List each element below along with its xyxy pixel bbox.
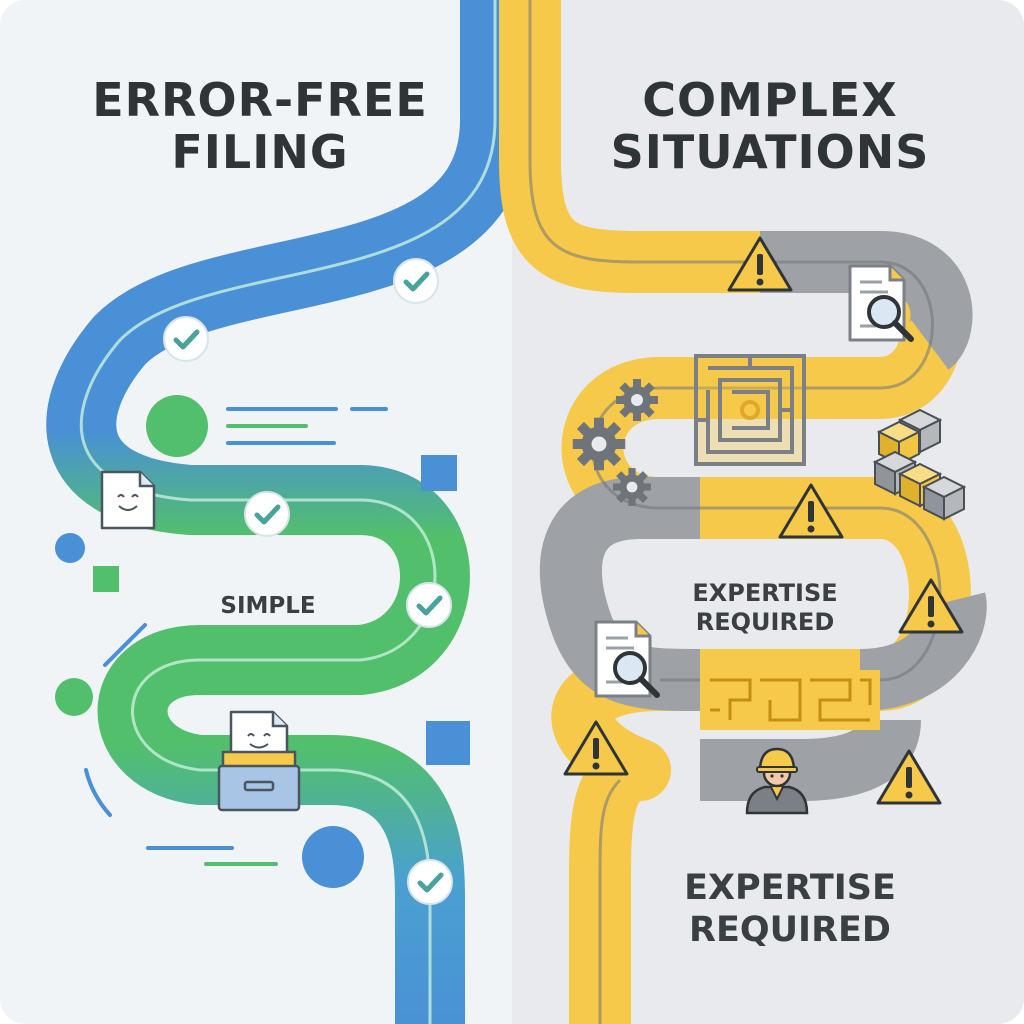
green-circle-decoration	[146, 395, 208, 457]
left-title: ERROR-FREE FILING	[60, 74, 460, 178]
path-expertise-line-2: REQUIRED	[695, 608, 835, 636]
smiley-document-icon	[100, 470, 156, 530]
right-title: COMPLEX SITUATIONS	[560, 74, 980, 178]
file-drawer-icon	[217, 710, 301, 812]
bottom-expertise-line-2: REQUIRED	[689, 910, 891, 950]
magnifier-document-icon	[596, 622, 657, 696]
left-decorations	[55, 395, 470, 888]
construction-worker-icon	[745, 747, 809, 815]
bottom-expertise-label: EXPERTISE REQUIRED	[640, 867, 940, 951]
left-title-line-1: ERROR-FREE	[92, 73, 428, 127]
blue-square-decoration	[421, 455, 457, 491]
check-icon	[407, 583, 451, 627]
check-icon	[394, 259, 438, 303]
magnifier-document-icon	[850, 266, 911, 340]
left-title-line-2: FILING	[171, 125, 349, 179]
simple-path	[46, 0, 530, 1024]
maze-icon	[694, 354, 806, 466]
maze-icon	[700, 670, 880, 730]
path-expertise-line-1: EXPERTISE	[692, 579, 838, 607]
bottom-expertise-line-1: EXPERTISE	[684, 868, 896, 908]
right-title-line-2: SITUATIONS	[610, 125, 930, 179]
check-icon	[408, 860, 452, 904]
right-icons	[563, 236, 965, 815]
check-icon	[245, 492, 289, 536]
check-icon	[164, 317, 208, 361]
path-expertise-label: EXPERTISE REQUIRED	[650, 579, 880, 637]
simple-label: SIMPLE	[220, 593, 316, 619]
right-title-line-1: COMPLEX	[642, 73, 898, 127]
